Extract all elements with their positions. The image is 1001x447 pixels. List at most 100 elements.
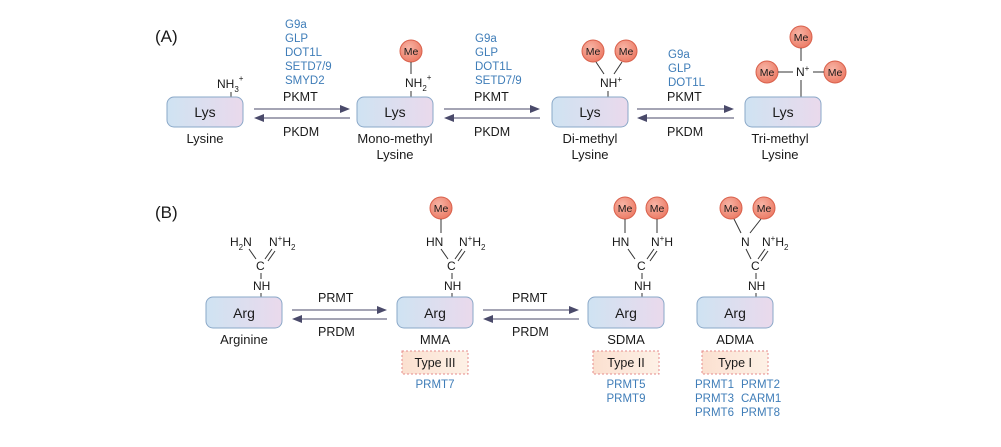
bond — [733, 218, 742, 234]
type-iii-enzyme: PRMT7 — [416, 379, 455, 391]
arrowhead — [724, 105, 734, 113]
mono-methyl-name-line1: Mono-methyl — [357, 131, 432, 146]
methyl-label: Me — [434, 203, 449, 215]
type-i-enzyme: PRMT8 — [741, 407, 780, 419]
methyl-group — [614, 39, 638, 63]
reverse-label: PRDM — [512, 325, 549, 339]
methyl-label: Me — [619, 46, 634, 58]
type-i-enzyme: PRMT6 — [695, 407, 734, 419]
methyl-label: Me — [828, 67, 843, 79]
arg-box-1 — [205, 296, 283, 329]
methyl-label: Me — [760, 67, 775, 79]
di-methyl-lysine-structure: Me Me NH+ Lys Di-methyl Lysine — [551, 39, 638, 162]
arrowhead — [340, 105, 350, 113]
lys-box-label: Lys — [579, 104, 600, 120]
arrow-pair-b1: PRMT PRDM — [292, 291, 387, 339]
type-i-enzyme: PRMT2 — [741, 379, 780, 391]
forward-label: PRMT — [318, 291, 354, 305]
bond — [649, 250, 658, 262]
arg-box-2 — [396, 296, 474, 329]
adma-structure: Me Me N N+H2 C NH Arg ADMA Type I PRMT1 … — [695, 196, 789, 419]
enzyme-list-3-item: DOT1L — [668, 77, 706, 89]
guanidino-left: N — [741, 235, 750, 249]
type-i-enzyme: PRMT1 — [695, 379, 734, 391]
reverse-label: PKDM — [283, 125, 319, 139]
type-ii-enzyme: PRMT5 — [607, 379, 646, 391]
type-ii-label: Type II — [607, 356, 645, 370]
guanidino-right: N+H2 — [459, 234, 486, 252]
bond — [248, 248, 257, 260]
bond — [267, 250, 276, 262]
arg-box-4 — [696, 296, 774, 329]
central-carbon: C — [637, 259, 646, 273]
arrowhead — [637, 114, 647, 122]
methyl-label: Me — [757, 203, 772, 215]
methyl-group — [752, 196, 776, 220]
tri-amino-group: N+ — [796, 64, 810, 79]
methyl-group — [719, 196, 743, 220]
methyl-label: Me — [618, 203, 633, 215]
di-methyl-name-line2: Lysine — [571, 147, 608, 162]
guanidino-left: HN — [612, 235, 629, 249]
lys-box-label: Lys — [194, 104, 215, 120]
enzyme-list-2-item: GLP — [475, 47, 498, 59]
forward-label: PKMT — [283, 90, 318, 104]
type-iii-badge — [401, 350, 469, 375]
arrowhead — [444, 114, 454, 122]
arg-box-label: Arg — [615, 305, 637, 321]
guanidino-right: N+H2 — [269, 234, 296, 252]
arrowhead — [530, 105, 540, 113]
arg-box-label: Arg — [724, 305, 746, 321]
arrowhead — [483, 315, 493, 323]
central-carbon: C — [447, 259, 456, 273]
arginine-structure: H2N N+H2 C NH Arg Arginine — [205, 234, 296, 347]
methyl-group — [581, 39, 605, 63]
tri-methyl-name-line2: Lysine — [761, 147, 798, 162]
di-amino-group: NH+ — [600, 75, 622, 90]
arrow-pair-2: G9a GLP DOT1L SETD7/9 PKMT PKDM — [444, 33, 540, 139]
lysine-structure: NH3+ Lys Lysine — [166, 74, 244, 146]
tri-methyl-lysine-structure: Me Me Me N+ Lys Tri-methyl Lysine — [744, 25, 847, 162]
guanidino-right: N+H — [651, 234, 673, 249]
enzyme-list-1-item: SMYD2 — [285, 75, 325, 87]
methyl-label: Me — [724, 203, 739, 215]
type-iii-label: Type III — [415, 356, 456, 370]
reverse-label: PRDM — [318, 325, 355, 339]
di-methyl-name-line1: Di-methyl — [563, 131, 618, 146]
arrowhead — [569, 306, 579, 314]
reverse-label: PKDM — [474, 125, 510, 139]
forward-label: PKMT — [474, 90, 509, 104]
enzyme-list-3-item: GLP — [668, 63, 691, 75]
lys-box-1 — [166, 96, 244, 128]
sdma-structure: Me Me HN N+H C NH Arg SDMA Type II PRMT5… — [587, 196, 673, 405]
mono-methyl-lysine-structure: Me NH2+ Lys Mono-methyl Lysine — [356, 39, 434, 162]
methyl-label: Me — [586, 46, 601, 58]
mono-methyl-name-line2: Lysine — [376, 147, 413, 162]
arrow-pair-3: G9a GLP DOT1L PKMT PKDM — [637, 49, 734, 139]
lys-box-label: Lys — [384, 104, 405, 120]
central-carbon: C — [751, 259, 760, 273]
nh-group: NH — [253, 279, 270, 293]
enzyme-list-1-item: SETD7/9 — [285, 61, 332, 73]
methyl-label: Me — [404, 46, 419, 58]
lys-box-4 — [744, 96, 822, 128]
enzyme-list-1-item: DOT1L — [285, 47, 323, 59]
bond — [760, 250, 769, 262]
bond — [595, 61, 605, 75]
central-carbon: C — [256, 259, 265, 273]
bond — [264, 248, 273, 260]
lysine-name: Lysine — [186, 131, 223, 146]
nh-group: NH — [634, 279, 651, 293]
enzyme-list-3-item: G9a — [668, 49, 690, 61]
forward-label: PKMT — [667, 90, 702, 104]
type-i-label: Type I — [718, 356, 752, 370]
guanidino-left: H2N — [230, 235, 252, 252]
type-i-enzyme: CARM1 — [741, 393, 781, 405]
mma-name: MMA — [420, 332, 451, 347]
forward-label: PRMT — [512, 291, 548, 305]
arginine-name: Arginine — [220, 332, 268, 347]
bond — [613, 61, 623, 75]
bond — [454, 248, 463, 260]
lysine-amino-group: NH3+ — [217, 74, 244, 94]
